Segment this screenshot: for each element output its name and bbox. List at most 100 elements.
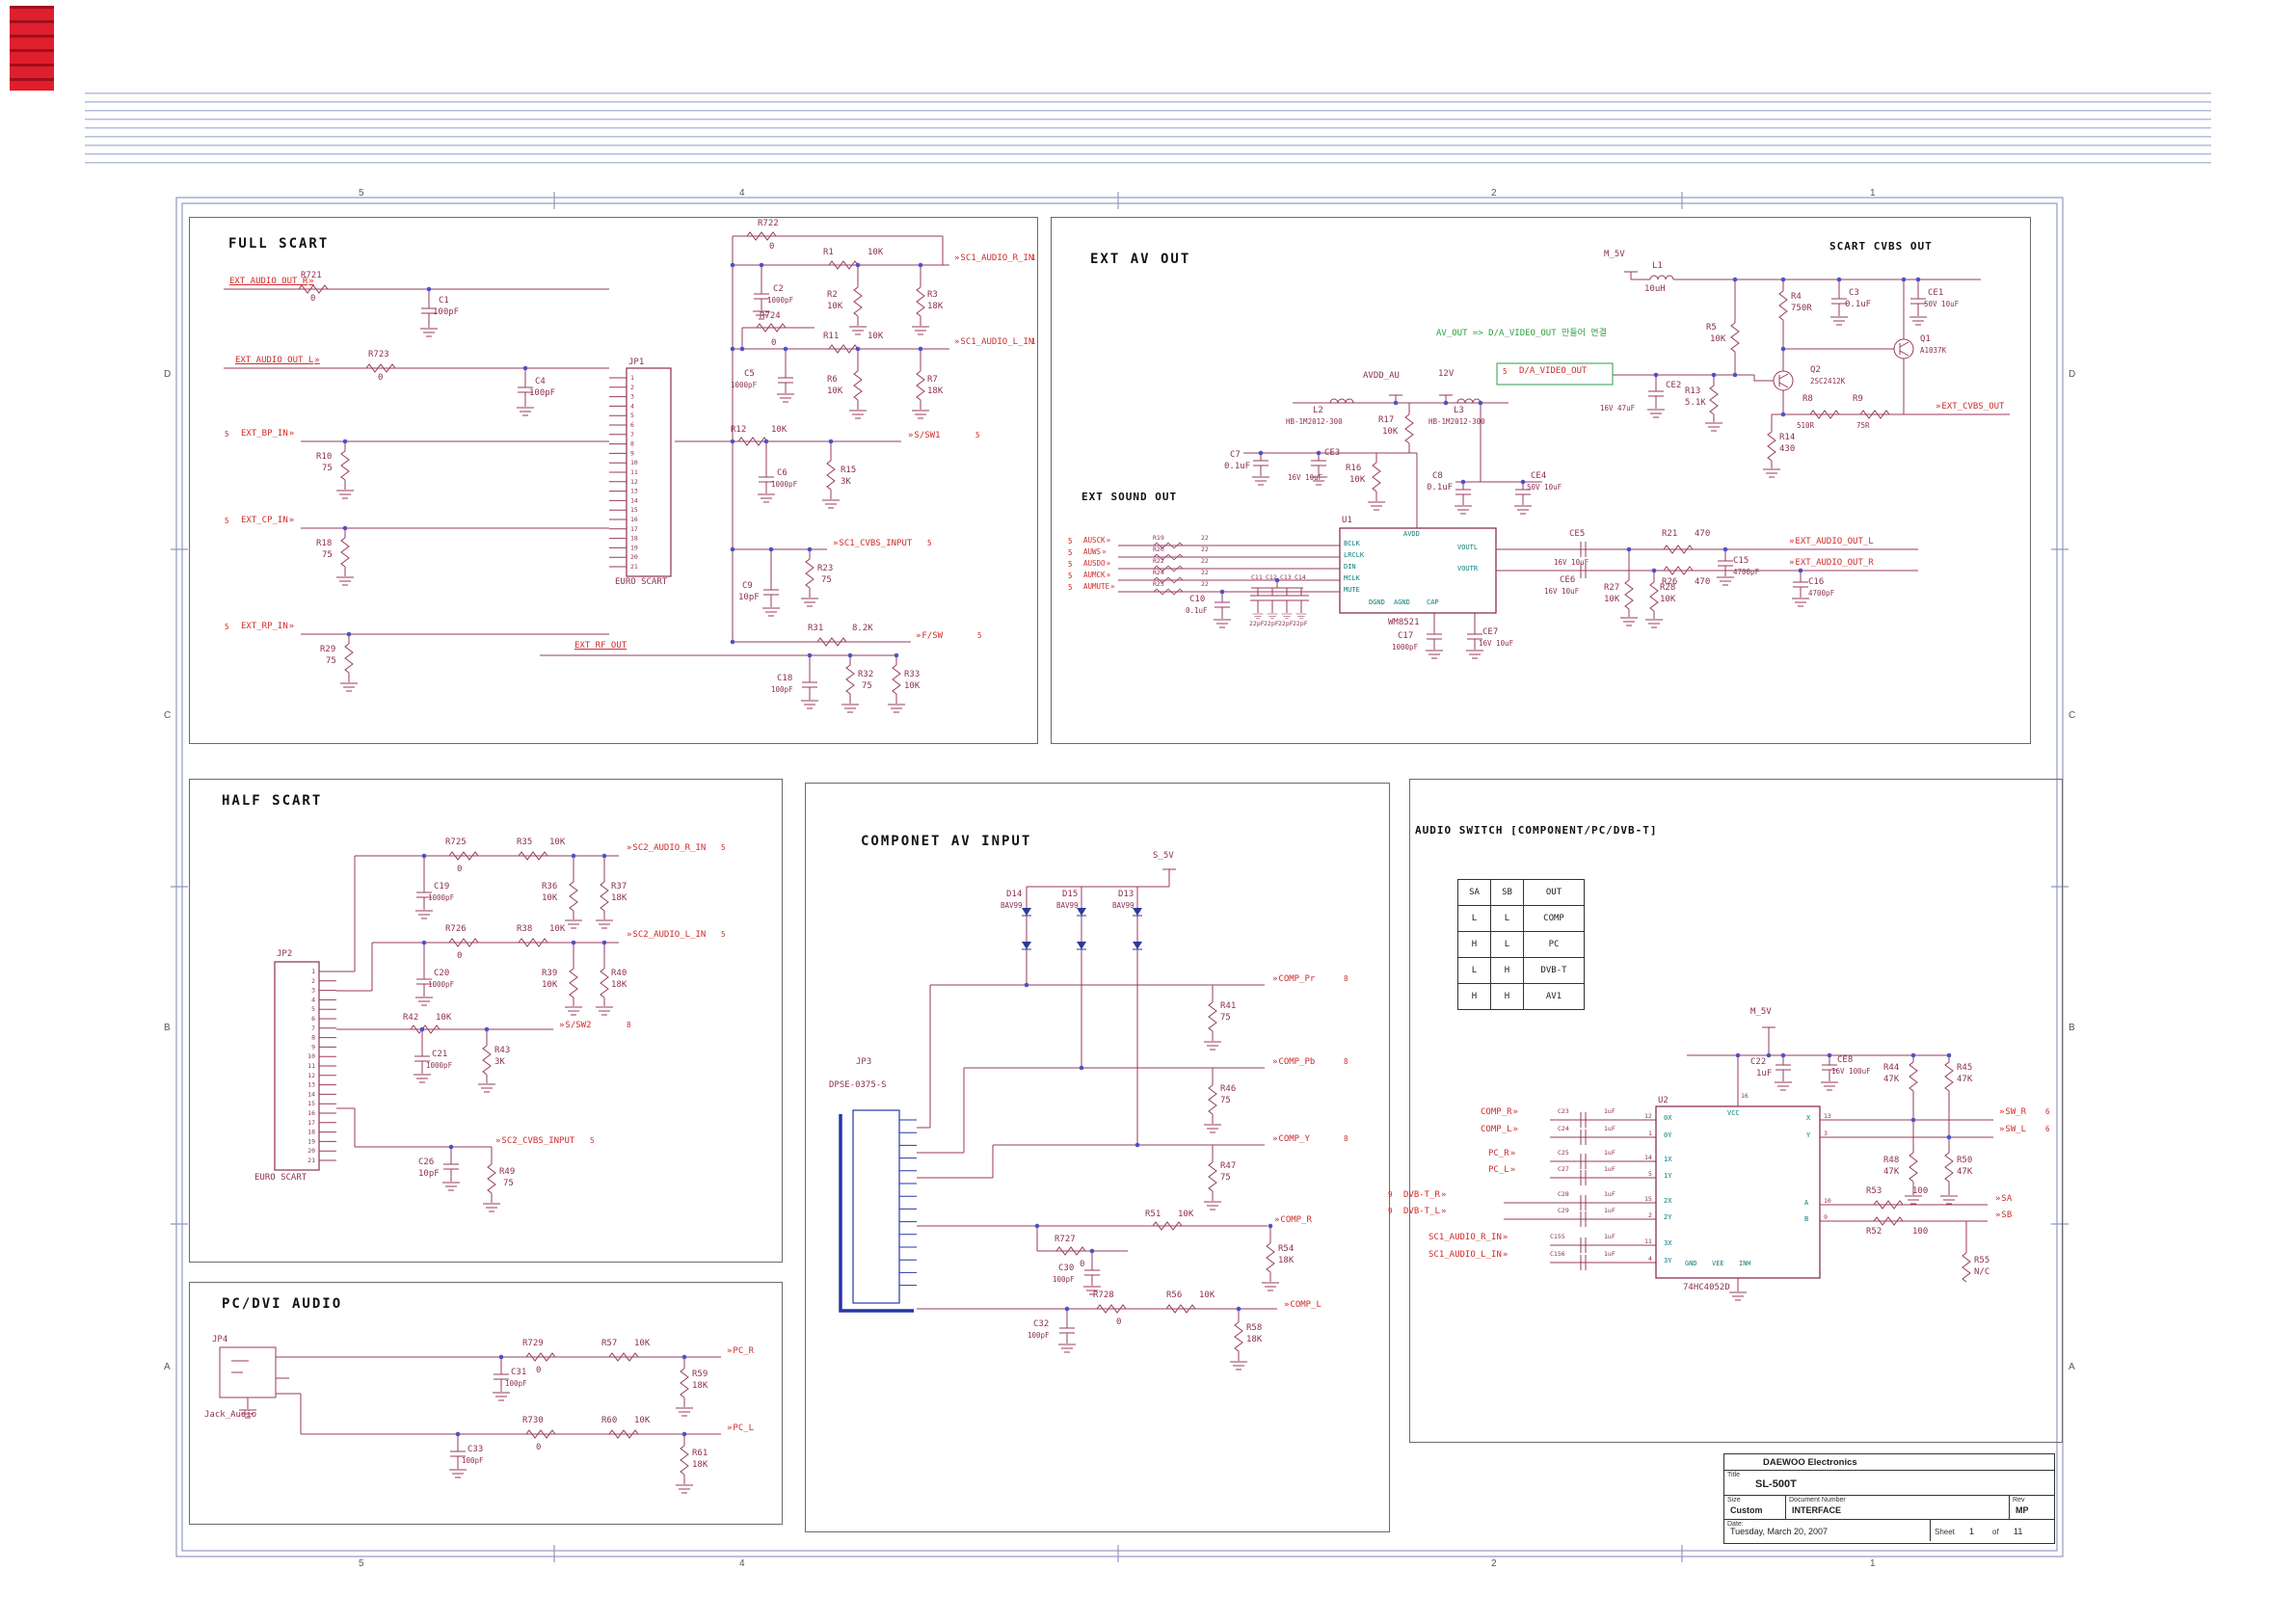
schematic-label: 100pF [505, 1379, 527, 1388]
schematic-label: 5 [975, 431, 980, 439]
schematic-label: R57 [601, 1339, 618, 1348]
schematic-label: 13 [1824, 1112, 1831, 1120]
schematic-label: SCART CVBS OUT [1829, 240, 1933, 253]
schematic-label: 8 [1344, 1134, 1348, 1143]
company-name: DAEWOO Electronics [1724, 1454, 2054, 1471]
schematic-label: 11 [1644, 1237, 1652, 1245]
schematic-label: AV_OUT => D/A_VIDEO_OUT 만들어 연결 [1436, 329, 1607, 338]
schematic-label: D13 [1118, 890, 1135, 899]
schematic-label: 100pF [529, 388, 556, 398]
schematic-label: U1 [1342, 516, 1352, 525]
size-label: Size [1727, 1497, 1741, 1503]
schematic-label: 75R [1856, 421, 1870, 430]
schematic-label: 5 [927, 539, 932, 547]
schematic-label: 470 [1695, 529, 1711, 539]
schematic-label: 1uF [1604, 1107, 1615, 1115]
schematic-label: 1 [1648, 1130, 1652, 1137]
schematic-label: AUSDO [1083, 560, 1110, 568]
schematic-label: 4700pF [1808, 589, 1835, 598]
schematic-label: 1uF [1604, 1125, 1615, 1132]
schematic-label: 5 [1648, 1170, 1652, 1178]
schematic-label: SC1_AUDIO_R_IN [1428, 1234, 1508, 1242]
schematic-label: R48 [1883, 1156, 1900, 1165]
schematic-label: 2SC2412K [1810, 377, 1846, 386]
schematic-label: 0 [310, 294, 316, 304]
svg-text:10: 10 [630, 459, 638, 466]
svg-text:4: 4 [630, 402, 634, 410]
section-half-scart [189, 779, 783, 1263]
schematic-label: EXT_AUDIO_OUT_R [1789, 559, 1873, 568]
date-label: Date: [1727, 1521, 1744, 1528]
schematic-label: R53 [1866, 1186, 1882, 1196]
schematic-label: R38 [517, 924, 533, 934]
schematic-label: VEE [1712, 1260, 1724, 1267]
ext-av-out-wires [1118, 271, 2010, 650]
size-cell: Size Custom [1724, 1496, 1786, 1519]
schematic-label: 18K [611, 980, 627, 990]
schematic-label: 4 [739, 1558, 745, 1569]
schematic-label: R12 [731, 425, 747, 435]
schematic-label: 0X [1664, 1114, 1672, 1122]
audio-switch-wires [1504, 1026, 1993, 1291]
schematic-label: R24 [1153, 569, 1164, 576]
schematic-label: EXT_AUDIO_OUT_L [235, 357, 320, 365]
svg-text:11: 11 [307, 1062, 315, 1070]
schematic-label: 10K [1178, 1210, 1194, 1219]
section-audio-switch [1409, 779, 2063, 1443]
schematic-label: COMPONET AV INPUT [861, 834, 1032, 849]
schematic-label: A [1804, 1199, 1809, 1207]
schematic-label: R727 [1055, 1235, 1076, 1244]
svg-text:15: 15 [630, 506, 638, 514]
schematic-label: C15 [1733, 556, 1749, 566]
schematic-label: 18K [1278, 1256, 1295, 1265]
schematic-label: 1uF [1756, 1069, 1773, 1078]
schematic-label: C30 [1058, 1264, 1075, 1273]
schematic-label: 100pF [771, 685, 793, 694]
schematic-label: C29 [1558, 1207, 1569, 1214]
schematic-label: 22 [1201, 569, 1209, 576]
schematic-label: 2Y [1664, 1213, 1672, 1221]
schematic-label: 4 [1648, 1255, 1652, 1263]
schematic-label: M_5V [1604, 250, 1625, 259]
schematic-label: LRCLK [1344, 551, 1365, 559]
schematic-label: DVB-T_R [1403, 1191, 1446, 1200]
schematic-label: 75 [1220, 1096, 1231, 1105]
schematic-label: 10K [549, 924, 566, 934]
schematic-label: S_5V [1153, 851, 1174, 861]
svg-text:17: 17 [630, 525, 638, 533]
schematic-label: PC_L [727, 1424, 754, 1433]
schematic-label: R55 [1974, 1256, 1990, 1265]
schematic-label: R7 [927, 375, 938, 385]
schematic-label: 10K [542, 893, 558, 903]
schematic-label: R59 [692, 1370, 708, 1379]
schematic-label: 5 [359, 188, 364, 199]
schematic-label: 74HC4052D [1683, 1283, 1730, 1292]
schematic-label: 18K [927, 302, 944, 311]
schematic-label: R1 [823, 248, 834, 257]
schematic-label: 10K [827, 386, 843, 396]
svg-text:11: 11 [630, 468, 638, 476]
schematic-label: C18 [777, 674, 793, 683]
truth-table-cell: H [1490, 957, 1524, 984]
svg-text:13: 13 [307, 1081, 315, 1089]
title-block: DAEWOO Electronics Title SL-500T Size Cu… [1723, 1453, 2055, 1544]
svg-text:20: 20 [630, 553, 638, 561]
schematic-label: MCLK [1344, 574, 1360, 582]
schematic-label: R31 [808, 624, 824, 633]
schematic-label: 50V 10uF [1527, 483, 1562, 492]
schematic-label: COMP_R [1481, 1108, 1518, 1117]
schematic-label: 2 [1491, 188, 1497, 199]
schematic-label: SB [1995, 1211, 2012, 1220]
svg-text:4: 4 [311, 996, 315, 1003]
schematic-label: C [164, 710, 172, 721]
schematic-label: R15 [841, 466, 857, 475]
schematic-label: 100 [1912, 1186, 1929, 1196]
schematic-label: R3 [927, 290, 938, 300]
schematic-label: C1 [439, 296, 449, 306]
schematic-label: R26 [1662, 577, 1678, 587]
schematic-label: 14 [1644, 1154, 1652, 1161]
schematic-label: 1000pF [426, 1061, 453, 1070]
schematic-label: L1 [1652, 261, 1663, 271]
connectors: 1234567891011121314151617181920211234567… [274, 367, 917, 1304]
